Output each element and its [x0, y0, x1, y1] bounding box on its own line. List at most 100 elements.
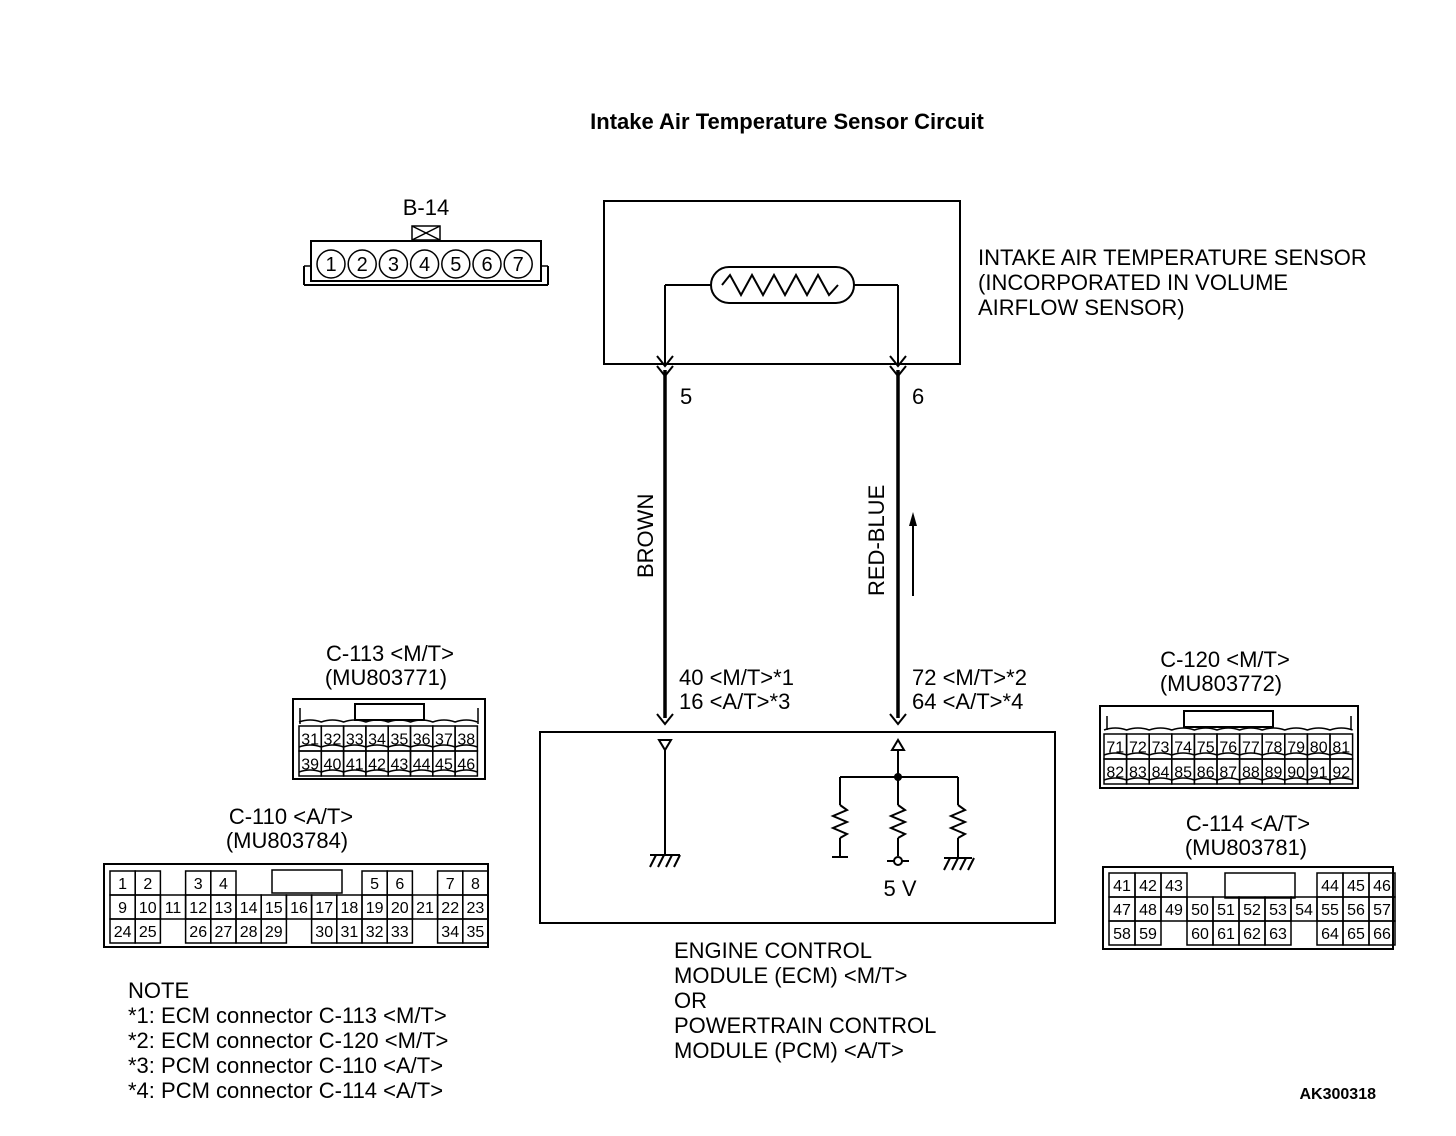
connector-b14-pin	[316, 249, 346, 279]
connector-c113-pin-label: 40	[324, 757, 342, 774]
connector-c114-body	[1102, 866, 1394, 950]
connector-c120-pin-label: 90	[1287, 765, 1305, 782]
pin-latch-wave	[298, 744, 478, 748]
resistor-zigzag-icon	[721, 272, 839, 298]
connector-c110-pin-label: 25	[139, 924, 157, 941]
connector-c114-cell	[1134, 920, 1162, 946]
connector-b14-pin	[472, 249, 502, 279]
connector-c110-pin-label: 7	[446, 876, 455, 893]
ecm-voltage-label: 5 V	[883, 876, 916, 901]
connector-c114-pin-label: 50	[1191, 902, 1209, 919]
connector-c114-pin-label: 52	[1243, 902, 1261, 919]
ecm-terminal-left-2: 16 <A/T>*3	[679, 689, 790, 714]
connector-c110-cell	[134, 918, 162, 944]
connector-c120-pin-label: 86	[1197, 765, 1215, 782]
connector-c114-latch	[1224, 872, 1296, 899]
connector-c114-pin-label: 43	[1165, 878, 1183, 895]
connector-c110-pin-label: 17	[315, 900, 333, 917]
ecm-label-line-3: OR	[674, 988, 707, 1013]
connector-c114-pin-label: 49	[1165, 902, 1183, 919]
connector-c110-pin-label: 23	[467, 900, 485, 917]
pin-latch-wave	[298, 769, 478, 773]
ecm-terminal-left-1: 40 <M/T>*1	[679, 665, 794, 690]
connector-b14-pin	[503, 249, 533, 279]
ecm-terminal-left-icon	[656, 713, 674, 726]
wire-red-blue-label: RED-BLUE	[864, 485, 889, 596]
connector-c120-pin-label: 71	[1106, 740, 1124, 757]
connector-c110-label-2: (MU803784)	[226, 828, 348, 853]
connector-c120-pin-label: 81	[1332, 740, 1350, 757]
connector-c110-pin-label: 11	[165, 900, 182, 917]
sensor-label-line-3: AIRFLOW SENSOR)	[978, 295, 1185, 320]
connector-c110-pin-label: 31	[341, 924, 359, 941]
connector-c110-pin-label: 4	[219, 876, 228, 893]
pin-latch-wave	[298, 719, 478, 723]
ecm-label: ENGINE CONTROL MODULE (ECM) <M/T> OR POW…	[674, 938, 936, 1063]
connector-b14-pin	[409, 249, 440, 279]
connector-c113-body	[292, 698, 486, 780]
connector-c110-pin-label: 9	[118, 900, 127, 917]
connector-c120-label-1: C-120 <M/T>	[1160, 647, 1290, 672]
connector-c113-label-2: (MU803771)	[325, 665, 447, 690]
connector-c113-pin-label: 45	[435, 757, 453, 774]
ground-icon	[943, 857, 975, 871]
connector-c113-pin-label: 34	[368, 732, 386, 749]
connector-b14-pin-label: 4	[419, 254, 430, 276]
connector-c114-pin-label: 63	[1269, 926, 1287, 943]
connector-c120-pin-label: 84	[1152, 765, 1170, 782]
connector-c114-label-2: (MU803781)	[1185, 835, 1307, 860]
connector-c114-pin-label: 61	[1217, 926, 1235, 943]
connector-c114-pin-label: 41	[1113, 878, 1131, 895]
ground-icon	[649, 854, 681, 868]
ecm-module: 5 V	[539, 713, 1056, 924]
connector-c114-pin-label: 64	[1321, 926, 1339, 943]
connector-c110-pin-label: 8	[471, 876, 480, 893]
connector-c113-pin-label: 36	[413, 732, 431, 749]
connector-b14-pin-label: 7	[513, 254, 524, 276]
sensor-label: INTAKE AIR TEMPERATURE SENSOR (INCORPORA…	[978, 245, 1367, 320]
pin-latch-wave	[1103, 752, 1353, 756]
note-block: NOTE *1: ECM connector C-113 <M/T> *2: E…	[128, 978, 448, 1103]
connector-b14-pin-label: 3	[388, 254, 399, 276]
connector-c120-pin-label: 83	[1129, 765, 1147, 782]
connector-c110-pin-label: 33	[391, 924, 409, 941]
connector-c120-pin-label: 79	[1287, 740, 1305, 757]
ecm-label-line-5: MODULE (PCM) <A/T>	[674, 1038, 904, 1063]
connector-c120-latch	[1183, 710, 1274, 728]
ecm-terminal-right-2: 64 <A/T>*4	[912, 689, 1023, 714]
connector-c120-pin-label: 85	[1174, 765, 1192, 782]
sensor-terminal-5-icon	[656, 355, 674, 368]
connector-c110-pin-label: 2	[143, 876, 152, 893]
pin-latch-wave	[1103, 777, 1353, 781]
connector-c110-label-1: C-110 <A/T>	[229, 804, 353, 829]
connector-c110-pin-label: 21	[416, 900, 434, 917]
connector-c113-pin-label: 39	[301, 757, 319, 774]
connector-c120-pin-label: 77	[1242, 740, 1260, 757]
connector-c110-pin-label: 6	[395, 876, 404, 893]
thermistor-icon	[710, 266, 855, 304]
connector-c110-pin-label: 27	[215, 924, 233, 941]
connector-c110-pin-label: 16	[290, 900, 308, 917]
sensor-housing	[603, 200, 961, 365]
connector-c114-label-1: C-114 <A/T>	[1186, 811, 1310, 836]
connector-c114-pin-label: 59	[1139, 926, 1157, 943]
connector-c110-pin-label: 26	[189, 924, 207, 941]
note-line-2: *2: ECM connector C-120 <M/T>	[128, 1028, 448, 1053]
connector-c114-pin-label: 57	[1373, 902, 1391, 919]
connector-c110-pin-label: 30	[315, 924, 333, 941]
connector-c114-pin-label: 60	[1191, 926, 1209, 943]
connector-b14-pin	[378, 249, 409, 279]
connector-c114-pin-label: 48	[1139, 902, 1157, 919]
connector-c114-pin-label: 46	[1373, 878, 1391, 895]
connector-c114-pin-label: 65	[1347, 926, 1365, 943]
ecm-label-line-1: ENGINE CONTROL	[674, 938, 872, 963]
connector-c110-pin-label: 10	[139, 900, 157, 917]
ecm-terminal-right-icon	[889, 713, 907, 726]
